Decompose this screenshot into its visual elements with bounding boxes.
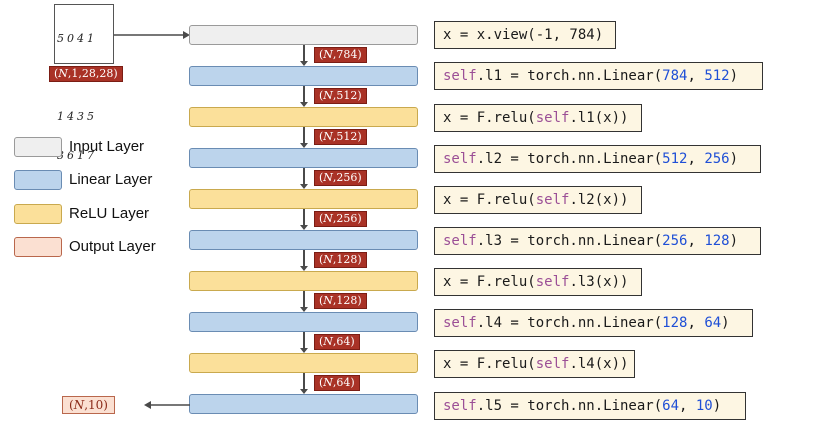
- code-token: .l3 = torch.nn.Linear(: [476, 233, 663, 249]
- relu-layer-box: [189, 107, 418, 127]
- tensor-shape-badge: (N,784): [314, 47, 367, 63]
- code-token: 512: [704, 68, 730, 84]
- code-token: .l4(x)): [569, 356, 629, 372]
- flow-arrow: [300, 86, 308, 107]
- code-token: self: [443, 233, 477, 249]
- legend-swatch-input: [14, 137, 62, 157]
- linear-layer-box: [189, 66, 418, 86]
- tensor-shape-badge: (N,64): [314, 334, 360, 350]
- relu-layer-box: [189, 189, 418, 209]
- legend-swatch-output: [14, 237, 62, 257]
- code-token: ): [712, 398, 722, 414]
- code-token: 64: [662, 398, 680, 414]
- code-token: .l5 = torch.nn.Linear(: [476, 398, 663, 414]
- code-token: self: [535, 274, 570, 290]
- code-token: 64: [704, 315, 722, 331]
- code-snippet: x = F.relu(self.l2(x)): [434, 186, 642, 214]
- flow-arrow: [300, 373, 308, 394]
- code-snippet: self.l5 = torch.nn.Linear(64, 10): [434, 392, 746, 420]
- input-shape-badge: (N,1,28,28): [49, 66, 123, 82]
- code-token: self: [535, 356, 570, 372]
- code-token: self: [535, 110, 570, 126]
- code-token: self: [443, 315, 477, 331]
- code-token: .l1(x)): [569, 110, 629, 126]
- linear-layer-box: [189, 148, 418, 168]
- code-token: 784: [662, 68, 688, 84]
- flow-arrow: [300, 168, 308, 189]
- flow-arrow: [300, 209, 308, 230]
- code-snippet: self.l1 = torch.nn.Linear(784, 512): [434, 62, 763, 90]
- tensor-shape-badge: (N,256): [314, 211, 367, 227]
- flow-arrow: [300, 127, 308, 148]
- code-token: self: [535, 192, 570, 208]
- output-arrow: [144, 401, 190, 409]
- code-token: 128: [704, 233, 730, 249]
- flow-arrow: [300, 45, 308, 66]
- code-token: .l1 = torch.nn.Linear(: [476, 68, 663, 84]
- relu-layer-box: [189, 271, 418, 291]
- code-snippet: x = x.view(-1, 784): [434, 21, 616, 49]
- code-token: 10: [695, 398, 713, 414]
- code-token: ,: [679, 398, 696, 414]
- legend-label-linear: Linear Layer: [69, 171, 153, 188]
- code-snippet: x = F.relu(self.l4(x)): [434, 350, 635, 378]
- code-token: x = F.relu(: [443, 356, 536, 372]
- code-token: x = F.relu(: [443, 192, 536, 208]
- legend-label-input: Input Layer: [69, 138, 145, 155]
- output-shape-badge: (N,10): [62, 396, 115, 414]
- code-token: x = F.relu(: [443, 110, 536, 126]
- legend-label-output: Output Layer: [69, 238, 156, 255]
- code-token: ): [721, 315, 730, 331]
- digit-row: 5041: [57, 32, 97, 45]
- code-token: .l2 = torch.nn.Linear(: [476, 151, 663, 167]
- code-token: x = x.view(-1, 784): [443, 27, 604, 43]
- linear-layer-box: [189, 394, 418, 414]
- code-token: 256: [704, 151, 730, 167]
- tensor-shape-badge: (N,64): [314, 375, 360, 391]
- flow-arrow: [300, 250, 308, 271]
- code-token: 256: [662, 233, 688, 249]
- code-token: ,: [687, 233, 705, 249]
- code-token: self: [443, 398, 477, 414]
- tensor-shape-badge: (N,256): [314, 170, 367, 186]
- legend-swatch-relu: [14, 204, 62, 224]
- mnist-sample-image: 5041 9213 1435 3617: [54, 4, 114, 162]
- code-token: self: [443, 151, 477, 167]
- code-token: ,: [687, 151, 705, 167]
- code-token: self: [443, 68, 477, 84]
- tensor-shape-badge: (N,512): [314, 129, 367, 145]
- tensor-shape-badge: (N,128): [314, 252, 367, 268]
- code-token: x = F.relu(: [443, 274, 536, 290]
- code-token: .l3(x)): [569, 274, 629, 290]
- code-token: ,: [687, 315, 705, 331]
- digit-row: 3617: [57, 149, 97, 162]
- code-token: 128: [662, 315, 688, 331]
- code-snippet: self.l2 = torch.nn.Linear(512, 256): [434, 145, 761, 173]
- code-token: ,: [687, 68, 705, 84]
- flow-arrow: [300, 332, 308, 353]
- code-token: ): [729, 151, 739, 167]
- code-snippet: self.l3 = torch.nn.Linear(256, 128): [434, 227, 761, 255]
- code-token: .l2(x)): [569, 192, 629, 208]
- linear-layer-box: [189, 312, 418, 332]
- input-layer-box: [189, 25, 418, 45]
- digit-row: 1435: [57, 110, 97, 123]
- code-snippet: x = F.relu(self.l3(x)): [434, 268, 642, 296]
- relu-layer-box: [189, 353, 418, 373]
- legend-swatch-linear: [14, 170, 62, 190]
- code-snippet: self.l4 = torch.nn.Linear(128, 64): [434, 309, 753, 337]
- code-token: 512: [662, 151, 688, 167]
- legend-label-relu: ReLU Layer: [69, 205, 150, 222]
- input-arrow: [114, 31, 190, 39]
- linear-layer-box: [189, 230, 418, 250]
- code-token: ): [729, 68, 739, 84]
- tensor-shape-badge: (N,128): [314, 293, 367, 309]
- code-token: ): [729, 233, 739, 249]
- flow-arrow: [300, 291, 308, 312]
- code-snippet: x = F.relu(self.l1(x)): [434, 104, 642, 132]
- code-token: .l4 = torch.nn.Linear(: [476, 315, 663, 331]
- tensor-shape-badge: (N,512): [314, 88, 367, 104]
